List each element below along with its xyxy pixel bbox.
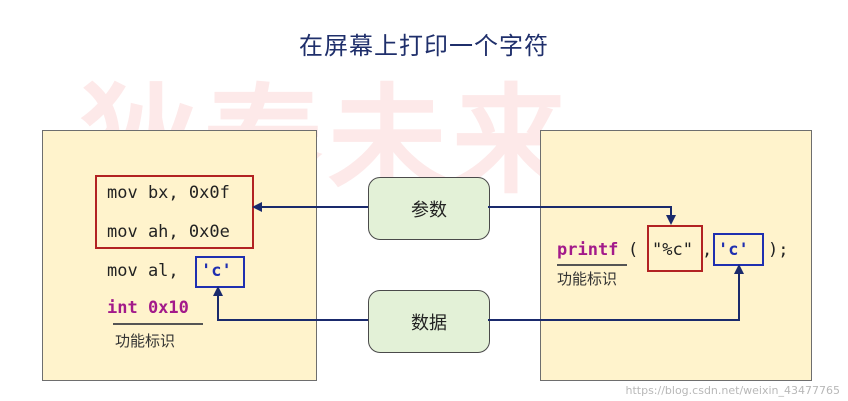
asm-line-mov-ah: mov ah, 0x0e: [107, 222, 230, 242]
printf-open-paren: (: [628, 240, 639, 260]
data-pill: 数据: [368, 290, 490, 353]
printf-keyword: printf: [557, 240, 619, 260]
data-label: 数据: [411, 312, 447, 334]
slide-title: 在屏幕上打印一个字符: [299, 32, 549, 60]
right-func-label: 功能标识: [557, 270, 618, 288]
printf-comma: ,: [702, 240, 713, 260]
right-func-underline: [557, 264, 627, 266]
c-code-panel: [540, 130, 812, 381]
asm-interrupt: int 0x10: [107, 298, 189, 318]
left-func-label: 功能标识: [115, 332, 176, 350]
asm-line-mov-al: mov al,: [107, 261, 179, 281]
left-func-underline: [113, 323, 203, 325]
printf-char-value: 'c': [718, 240, 749, 260]
params-highlight-box: [95, 175, 254, 249]
data-to-asm-arrow: [213, 286, 368, 321]
data-to-char-arrow: [488, 264, 744, 321]
param-label: 参数: [411, 199, 447, 221]
printf-close: );: [768, 240, 789, 260]
param-to-format-arrow: [488, 206, 676, 225]
asm-char-value: 'c': [201, 261, 232, 281]
param-pill: 参数: [368, 177, 490, 240]
source-credit-watermark: https://blog.csdn.net/weixin_43477765: [625, 384, 840, 397]
printf-format-string: "%c": [652, 240, 693, 260]
format-highlight-box: [647, 225, 703, 272]
asm-line-mov-bx: mov bx, 0x0f: [107, 183, 230, 203]
assembly-panel: [42, 130, 317, 381]
